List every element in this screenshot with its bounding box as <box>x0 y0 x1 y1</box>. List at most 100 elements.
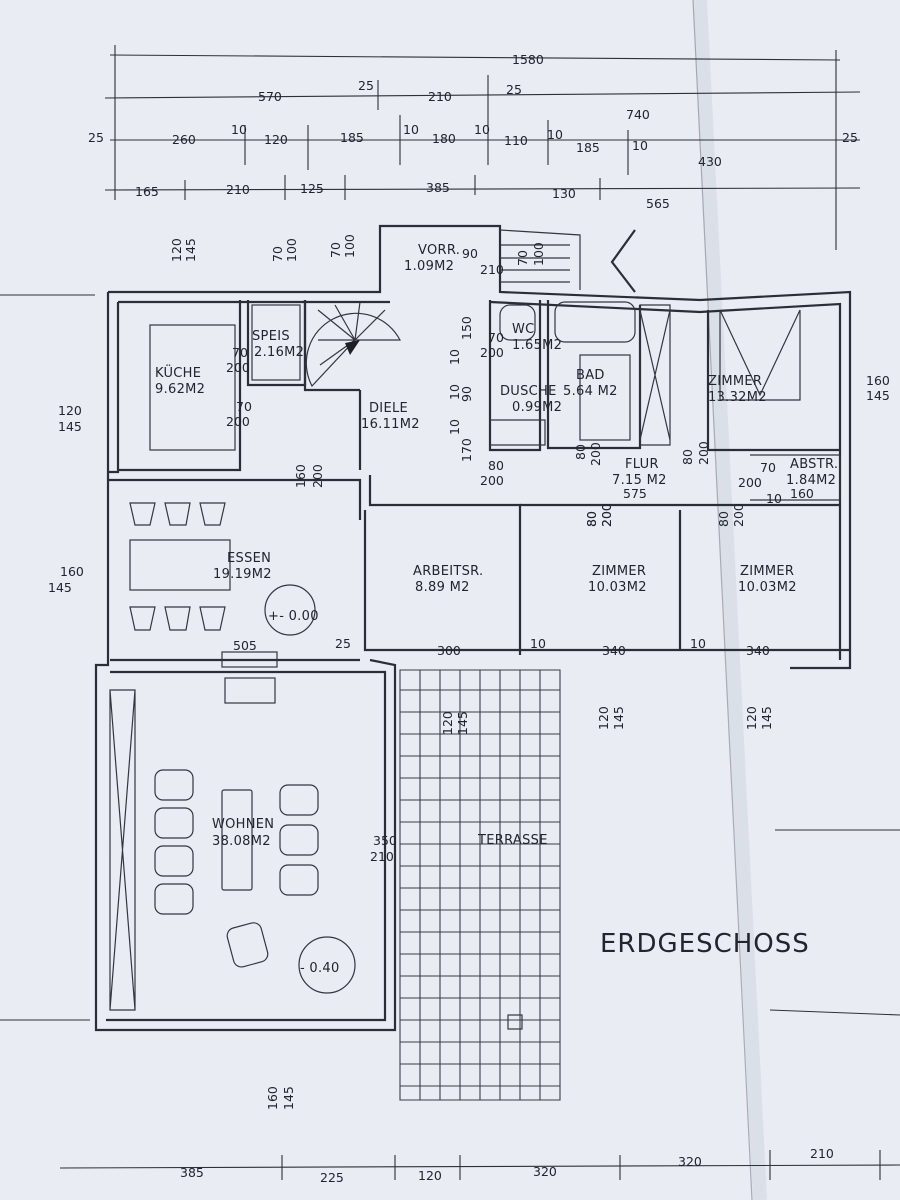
svg-text:185: 185 <box>340 130 364 145</box>
paper-fold <box>693 0 767 1200</box>
room-zimmer3-name: ZIMMER <box>740 564 794 579</box>
svg-text:180: 180 <box>432 131 456 146</box>
entry-steps <box>499 229 636 293</box>
svg-text:200: 200 <box>310 464 325 488</box>
svg-text:200: 200 <box>738 475 762 490</box>
svg-text:200: 200 <box>226 360 250 375</box>
svg-text:10: 10 <box>690 636 706 651</box>
svg-text:25: 25 <box>358 78 374 93</box>
svg-text:385: 385 <box>426 180 450 195</box>
room-arbeitsr-name: ARBEITSR. <box>413 564 484 579</box>
svg-text:10: 10 <box>766 491 782 506</box>
svg-text:185: 185 <box>576 140 600 155</box>
svg-text:100: 100 <box>284 238 299 262</box>
svg-text:70: 70 <box>236 399 252 414</box>
svg-text:110: 110 <box>504 133 528 148</box>
svg-text:70: 70 <box>328 242 343 258</box>
svg-text:120: 120 <box>264 132 288 147</box>
level-marker-essen <box>264 584 316 636</box>
room-flur-area: 7.15 M2 <box>612 473 667 488</box>
room-abstr-name: ABSTR. <box>790 457 838 472</box>
room-flur-name: FLUR <box>625 457 659 472</box>
room-vorr-name: VORR. <box>418 243 460 258</box>
svg-text:200: 200 <box>588 442 603 466</box>
svg-text:145: 145 <box>58 419 82 434</box>
svg-text:10: 10 <box>447 349 462 365</box>
svg-text:90: 90 <box>462 246 478 261</box>
room-zimmer1-area: 13.32M2 <box>708 390 767 405</box>
room-dusche-name: DUSCHE <box>500 384 557 399</box>
svg-text:70: 70 <box>515 250 530 266</box>
svg-text:160: 160 <box>790 486 814 501</box>
svg-text:10: 10 <box>547 127 563 142</box>
room-kueche-name: KÜCHE <box>155 364 201 381</box>
svg-text:200: 200 <box>731 503 746 527</box>
room-abstr-area: 1.84M2 <box>786 473 836 488</box>
svg-text:565: 565 <box>646 196 670 211</box>
svg-text:210: 210 <box>480 262 504 277</box>
spiral-stair <box>305 301 401 388</box>
svg-text:90: 90 <box>459 386 474 402</box>
svg-text:160: 160 <box>265 1086 280 1110</box>
svg-text:100: 100 <box>531 242 546 266</box>
room-wohnen-area: 38.08M2 <box>212 834 271 849</box>
paper-fold-line <box>692 0 753 1200</box>
svg-text:80: 80 <box>584 511 599 527</box>
room-terrasse-name: TERRASSE <box>477 833 548 848</box>
svg-text:340: 340 <box>602 643 626 658</box>
svg-text:160: 160 <box>866 373 890 388</box>
svg-text:210: 210 <box>810 1146 834 1161</box>
svg-text:10: 10 <box>403 122 419 137</box>
dimension-lines <box>0 45 900 1180</box>
room-zimmer2-area: 10.03M2 <box>588 580 647 595</box>
svg-text:120: 120 <box>169 238 184 262</box>
svg-text:145: 145 <box>611 706 626 730</box>
room-zimmer3-area: 10.03M2 <box>738 580 797 595</box>
svg-text:80: 80 <box>716 511 731 527</box>
svg-text:200: 200 <box>480 345 504 360</box>
svg-text:320: 320 <box>678 1154 702 1169</box>
svg-text:160: 160 <box>293 464 308 488</box>
svg-text:210: 210 <box>428 89 452 104</box>
svg-text:125: 125 <box>300 181 324 196</box>
svg-text:25: 25 <box>88 130 104 145</box>
walls <box>94 224 852 1032</box>
drawing-title: ERDGESCHOSS <box>600 929 810 959</box>
svg-text:200: 200 <box>480 473 504 488</box>
svg-text:10: 10 <box>474 122 490 137</box>
svg-text:70: 70 <box>488 330 504 345</box>
room-essen-name: ESSEN <box>227 551 271 566</box>
level-marker-wohnen <box>298 936 356 994</box>
svg-text:200: 200 <box>226 414 250 429</box>
svg-text:70: 70 <box>270 246 285 262</box>
level-wohnen-text: - 0.40 <box>300 961 340 976</box>
terrace-grid <box>399 669 561 1101</box>
svg-text:210: 210 <box>226 182 250 197</box>
svg-text:25: 25 <box>842 130 858 145</box>
svg-text:145: 145 <box>183 238 198 262</box>
svg-text:25: 25 <box>335 636 351 651</box>
svg-text:170: 170 <box>459 438 474 462</box>
room-vorr-area: 1.09M2 <box>404 259 454 274</box>
room-dusche-area: 0.99M2 <box>512 400 562 415</box>
svg-text:120: 120 <box>744 706 759 730</box>
svg-text:385: 385 <box>180 1165 204 1180</box>
svg-text:10: 10 <box>447 384 462 400</box>
bottom-dimensions: 385 225 120 320 320 210 <box>180 1146 834 1185</box>
svg-text:145: 145 <box>866 388 890 403</box>
room-wohnen-name: WOHNEN <box>212 817 274 832</box>
svg-text:10: 10 <box>530 636 546 651</box>
svg-text:10: 10 <box>231 122 247 137</box>
room-zimmer2-name: ZIMMER <box>592 564 646 579</box>
svg-text:200: 200 <box>599 503 614 527</box>
svg-text:100: 100 <box>342 234 357 258</box>
svg-text:260: 260 <box>172 132 196 147</box>
svg-text:200: 200 <box>696 441 711 465</box>
room-wc-name: WC <box>512 322 535 337</box>
svg-text:145: 145 <box>48 580 72 595</box>
top-dimensions: 1580 570 25 210 25 25 260 10 120 185 10 … <box>88 52 858 211</box>
svg-text:200: 200 <box>599 503 614 527</box>
svg-text:80: 80 <box>680 449 695 465</box>
svg-text:1580: 1580 <box>512 52 544 67</box>
